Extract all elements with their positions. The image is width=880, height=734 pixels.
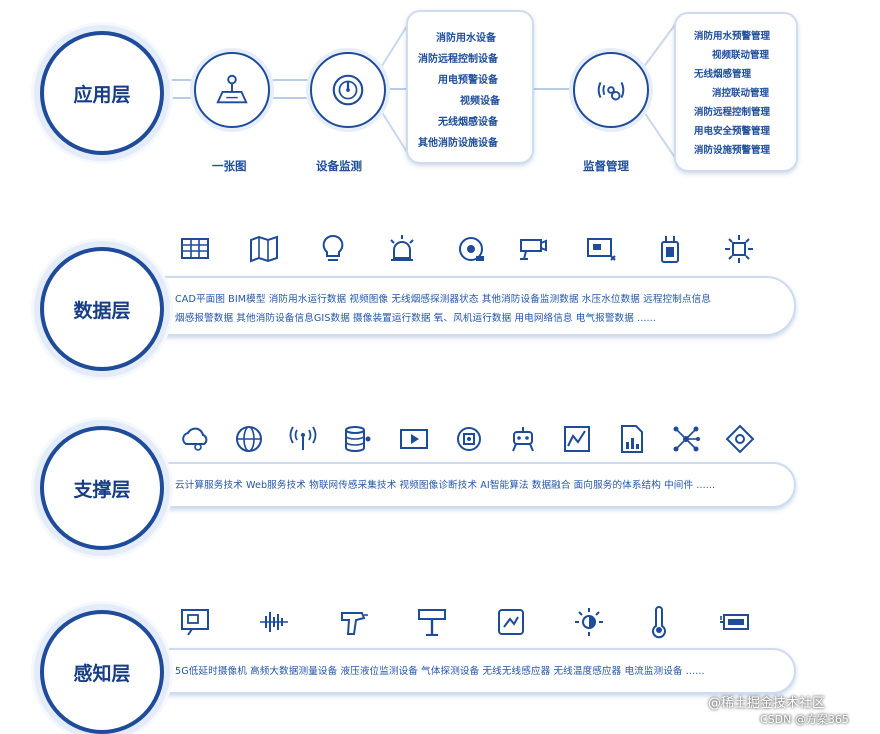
alarm-gear-icon [592, 71, 630, 109]
supervise-node [573, 52, 649, 128]
database-icon [340, 422, 374, 456]
supervise-item: 消防用水预警管理 [694, 31, 771, 42]
report-icon [615, 422, 649, 456]
thermometer-icon [642, 605, 676, 639]
waveform-icon [257, 605, 291, 639]
layer-support-title: 支撑层 [73, 478, 131, 501]
scanner-gun-icon [336, 605, 370, 639]
bulb-icon [316, 232, 350, 266]
cloud-icon [178, 422, 212, 456]
supervise-item: 消控联动管理 [712, 88, 770, 99]
supervise-item: 消防远程控制管理 [694, 107, 771, 118]
data-layer-line1: CAD平面图 BIM模型 消防用水运行数据 视频图像 无线烟感探测器状态 其他消… [175, 294, 711, 305]
chip-icon [452, 422, 486, 456]
map-icon [247, 232, 281, 266]
monitor-item: 其他消防设施设备 [418, 138, 498, 149]
monitor-node [310, 52, 386, 128]
supervise-label: 监督管理 [583, 159, 629, 173]
layer-perception-title: 感知层 [73, 662, 131, 685]
monitor-icon [584, 232, 618, 266]
data-layer-bar [108, 276, 796, 336]
watermark-juejin: @稀土掘金技术社区 [708, 696, 826, 711]
support-layer-bar [108, 462, 796, 508]
support-layer-line1: 云计算服务技术 Web服务技术 物联网传感采集技术 视频图像诊断技术 AI智能算… [175, 480, 716, 491]
globe-icon [232, 422, 266, 456]
brightness-icon [572, 605, 606, 639]
data-layer-line2: 烟感报警数据 其他消防设备信息GIS数据 摄像装置运行数据 氧、风机运行数据 用… [175, 313, 656, 324]
supervise-panel [674, 12, 798, 172]
map-node [194, 52, 270, 128]
supervise-item: 消防设施预警管理 [694, 145, 771, 156]
monitor-item: 消防远程控制设备 [418, 54, 498, 65]
layer-app-title: 应用层 [73, 83, 131, 106]
tablet-icon [494, 605, 528, 639]
sun-icon [722, 232, 756, 266]
layer-support-circle: 支撑层 [40, 426, 164, 550]
supervise-item: 无线烟感管理 [694, 69, 752, 80]
map-label: 一张图 [212, 159, 247, 173]
perception-layer-line1: 5G低延时摄像机 高频大数据测量设备 液压液位监测设备 气体探测设备 无线无线感… [175, 666, 705, 677]
camera-icon [516, 232, 550, 266]
chart-icon [560, 422, 594, 456]
grid-icon [178, 232, 212, 266]
supervise-item: 视频联动管理 [712, 50, 770, 61]
watermark-csdn: CSDN @方案365 [760, 713, 849, 726]
layer-data-title: 数据层 [73, 299, 131, 322]
layer-app-circle: 应用层 [40, 31, 164, 155]
monitor-item: 消防用水设备 [436, 33, 496, 44]
monitor-devices-panel [406, 10, 534, 164]
signal-icon [286, 422, 320, 456]
layer-perception-circle: 感知层 [40, 610, 164, 734]
siren-icon [454, 232, 488, 266]
monitor-item: 无线烟感设备 [438, 117, 498, 128]
plug-icon [653, 232, 687, 266]
speedometer-icon [329, 71, 367, 109]
layer-data-circle: 数据层 [40, 247, 164, 371]
monitor-item: 视频设备 [460, 96, 500, 107]
monitor-item: 用电预警设备 [438, 75, 498, 86]
screen-icon [178, 605, 212, 639]
network-icon [669, 422, 703, 456]
monitor-label: 设备监测 [316, 159, 362, 173]
target-icon [723, 422, 757, 456]
supervise-item: 用电安全预警管理 [694, 126, 771, 137]
video-icon [397, 422, 431, 456]
gauge-icon [415, 605, 449, 639]
battery-icon [718, 605, 752, 639]
alarm-light-icon [385, 232, 419, 266]
robot-icon [506, 422, 540, 456]
map-pin-icon [213, 71, 251, 109]
